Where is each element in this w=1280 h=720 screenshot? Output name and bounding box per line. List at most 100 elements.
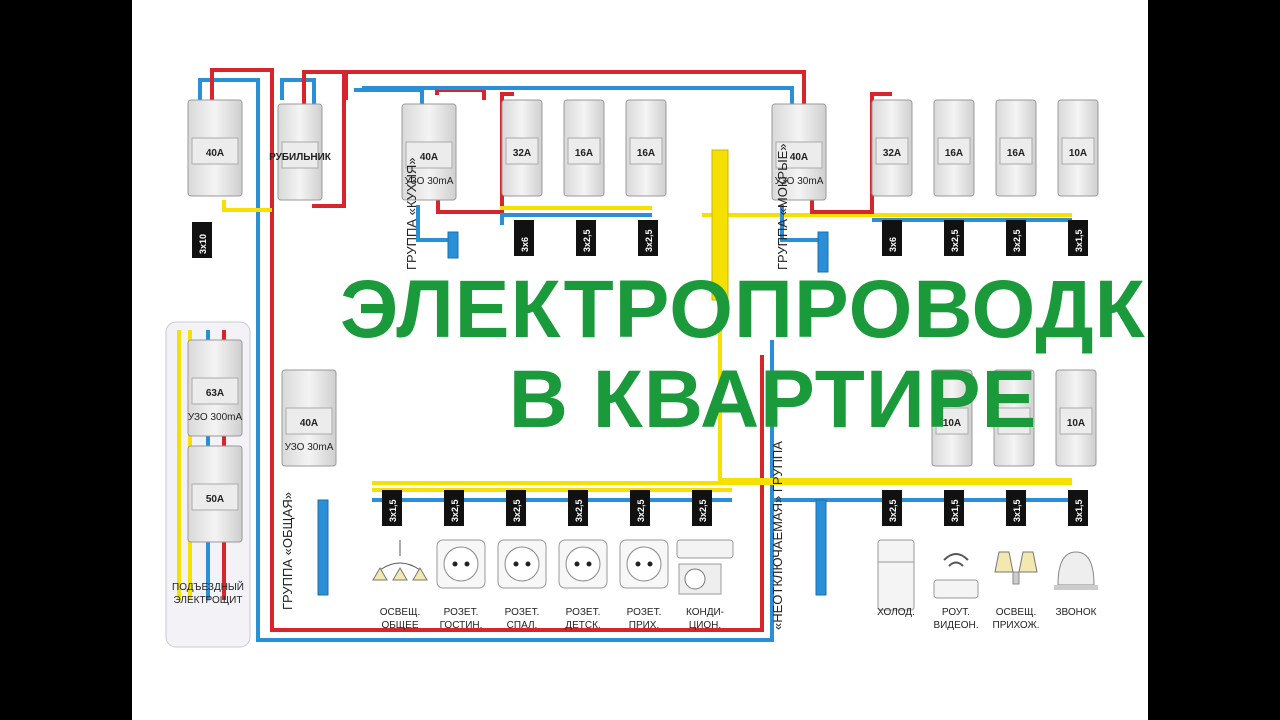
rcd-common-face: [285, 407, 333, 435]
rubilnik-rating: РУБИЛЬНИК: [269, 152, 332, 163]
cable-tag-common-4-text: 3x2,5: [636, 499, 646, 522]
cable-tag-main-box: [192, 222, 212, 258]
cable-tag-common-1: 3x2,5: [444, 490, 464, 526]
breaker-kitchen-2-face: [629, 137, 663, 165]
chandelier-icon: ОСВЕЩ.ОБЩЕЕ: [372, 540, 428, 631]
consumer-label-line2: СПАЛ.: [507, 620, 538, 631]
cable-tag-unswitched-0-text: 3x2,5: [888, 499, 898, 522]
consumer-label-line2: ЦИОН.: [689, 620, 721, 631]
main-rcd-63a-face: [191, 377, 239, 405]
consumer-label-line1: РОЗЕТ.: [444, 607, 479, 618]
consumer-label-line1: РОУТ.: [942, 607, 970, 618]
rcd-wet-rating: 40A: [790, 152, 808, 163]
cable-tag-unswitched-1-text: 3x1,5: [950, 499, 960, 522]
rcd-wet-face: [775, 141, 823, 169]
rcd-kitchen: 40A УЗО 30mA: [401, 103, 457, 201]
breaker-kitchen-1-rating: 16A: [575, 148, 593, 159]
socket-icon: РОЗЕТ.ДЕТСК.: [558, 539, 608, 631]
consumer-label-line1: ЗВОНОК: [1056, 607, 1097, 618]
cable-tag-common-2-text: 3x2,5: [512, 499, 522, 522]
cable-tag-wet-3: 3x1,5: [1068, 220, 1088, 256]
cable-tag-common-3: 3x2,5: [568, 490, 588, 526]
consumer-label-line2: ГОСТИН.: [440, 620, 483, 631]
chandelier-arms: [379, 540, 421, 571]
cable-tag-common-0: 3x1,5: [382, 490, 402, 526]
cable-tag-unswitched-2-box: [1006, 490, 1026, 526]
consumer-label-line2: ОБЩЕЕ: [381, 620, 418, 631]
group-label-unswitched: «НЕОТКЛЮЧАЕМАЯ» ГРУППА: [770, 441, 785, 630]
socket-icon: РОЗЕТ.СПАЛ.: [497, 539, 547, 631]
breaker-kitchen-1: 16A: [563, 99, 605, 197]
group-label-kitchen: ГРУППА «КУХНЯ»: [404, 157, 419, 270]
cable-tag-wet-3-box: [1068, 220, 1088, 256]
cable-tag-kitchen-2-text: 3x2,5: [644, 229, 654, 252]
rubilnik: РУБИЛЬНИК: [269, 103, 332, 201]
lamp-mount: [1012, 571, 1020, 585]
main-breaker-50a: 50A: [187, 445, 243, 543]
lamp-shade-0: [994, 551, 1014, 573]
cable-tag-wet-0-text: 3x6: [888, 237, 898, 252]
cable-tag-common-5-box: [692, 490, 712, 526]
breaker-wet-1-face: [937, 137, 971, 165]
breaker-wet-0: 32A: [871, 99, 913, 197]
rcd-wet-sub: УЗО 30mA: [775, 176, 824, 187]
rcd-kitchen-sub: УЗО 30mA: [405, 176, 454, 187]
cable-tag-main-text: 3x10: [198, 234, 208, 254]
cable-tag-unswitched-3-text: 3x1,5: [1074, 499, 1084, 522]
cable-tag-common-3-box: [568, 490, 588, 526]
chandelier-shade-1: [392, 567, 408, 581]
fridge-body: [877, 539, 915, 611]
cable-tag-wet-0: 3x6: [882, 220, 902, 256]
main-switch-40a: 40A: [187, 99, 243, 197]
cable-tag-main: 3x10: [192, 222, 212, 258]
cable-tag-wet-2-text: 3x2,5: [1012, 229, 1022, 252]
socket-pin-right: [647, 561, 653, 567]
neutral-terminals: [317, 231, 829, 596]
breaker-unswitched-0-face: [935, 407, 969, 435]
socket-face: [443, 546, 479, 582]
bell-base: [1054, 585, 1098, 590]
socket-pin-left: [574, 561, 580, 567]
cable-tag-unswitched-2: 3x1,5: [1006, 490, 1026, 526]
cable-tag-unswitched-3-box: [1068, 490, 1088, 526]
cable-tag-kitchen-1-text: 3x2,5: [582, 229, 592, 252]
breaker-kitchen-0-rating: 32A: [513, 148, 531, 159]
cable-tag-common-1-text: 3x2,5: [450, 499, 460, 522]
consumer-label-line2: ПРИХ.: [629, 620, 660, 631]
router-wifi: [943, 553, 969, 567]
rcd-wet: 40A УЗО 30mA: [771, 103, 827, 201]
rcd-kitchen-face: [405, 141, 453, 169]
cable-tag-common-4-box: [630, 490, 650, 526]
cable-tag-unswitched-2-text: 3x1,5: [1012, 499, 1022, 522]
breaker-wet-3-face: [1061, 137, 1095, 165]
bell-dome: [1057, 551, 1095, 586]
doorbell-icon: ЗВОНОК: [1054, 551, 1098, 618]
cable-tag-kitchen-0: 3x6: [514, 220, 534, 256]
socket-face: [626, 546, 662, 582]
cable-tag-kitchen-2: 3x2,5: [638, 220, 658, 256]
cable-tag-wet-3-text: 3x1,5: [1074, 229, 1084, 252]
socket-face: [565, 546, 601, 582]
cable-tag-unswitched-0: 3x2,5: [882, 490, 902, 526]
breaker-unswitched-1-rating: 10A: [1005, 418, 1023, 429]
breaker-unswitched-2-rating: 10A: [1067, 418, 1085, 429]
ac-fan: [684, 568, 706, 590]
cable-tag-kitchen-1: 3x2,5: [576, 220, 596, 256]
cable-tag-common-4: 3x2,5: [630, 490, 650, 526]
breaker-wet-2-rating: 16A: [1007, 148, 1025, 159]
breaker-unswitched-0-rating: 10A: [943, 418, 961, 429]
breaker-kitchen-1-face: [567, 137, 601, 165]
cable-tag-common-1-box: [444, 490, 464, 526]
group-label-common: ГРУППА «ОБЩАЯ»: [280, 492, 295, 610]
cable-tag-common-3-text: 3x2,5: [574, 499, 584, 522]
air-conditioner-icon: КОНДИ-ЦИОН.: [676, 539, 734, 631]
wall-lamp-icon: ОСВЕЩ.ПРИХОЖ.: [993, 551, 1039, 631]
cable-tag-common-0-box: [382, 490, 402, 526]
cable-tag-common-5-text: 3x2,5: [698, 499, 708, 522]
rcd-kitchen-rating: 40A: [420, 152, 438, 163]
consumer-label-line1: РОЗЕТ.: [627, 607, 662, 618]
breaker-unswitched-1-face: [997, 407, 1031, 435]
cable-tag-common-0-text: 3x1,5: [388, 499, 398, 522]
group-label-wet: ГРУППА «МОКРЫЕ»: [775, 144, 790, 270]
